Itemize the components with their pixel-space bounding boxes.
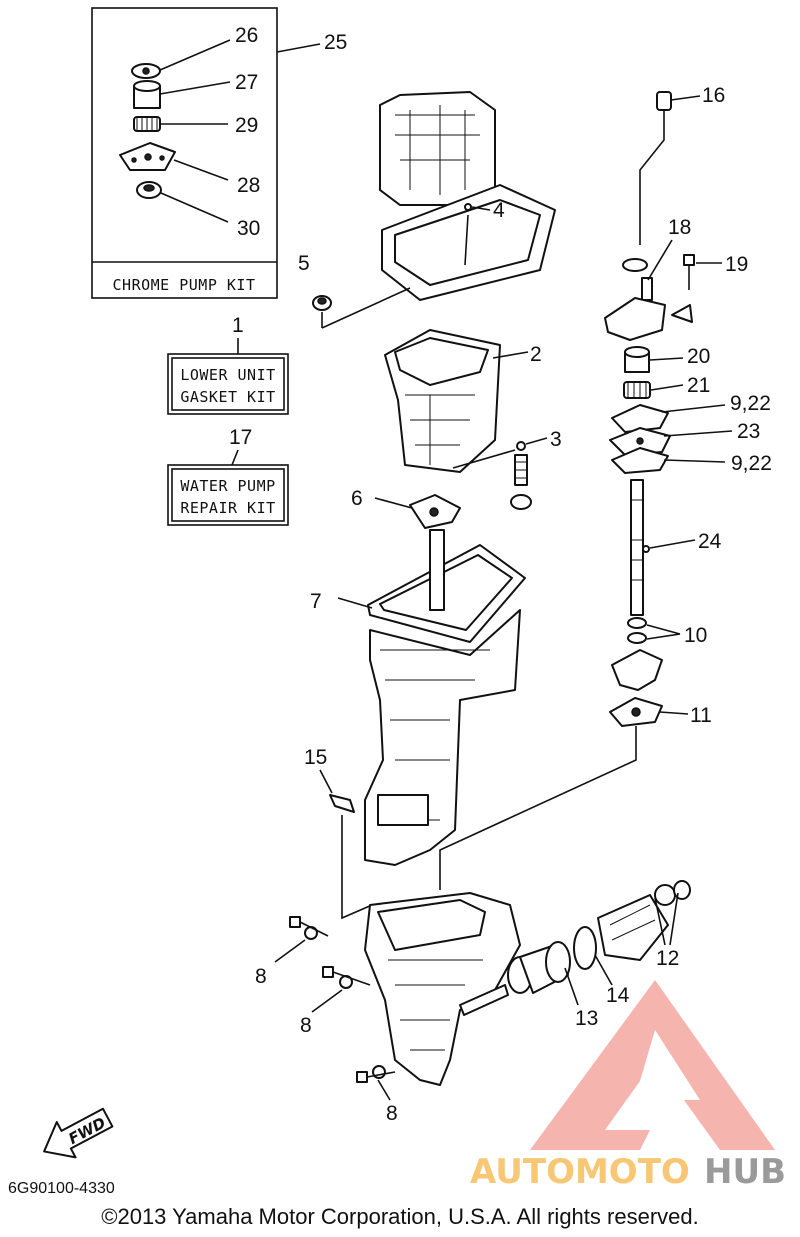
- callout-9-22-b: 9,22: [731, 452, 772, 475]
- callout-27: 27: [235, 71, 258, 94]
- callout-2: 2: [530, 343, 542, 366]
- callout-30: 30: [237, 217, 260, 240]
- callout-8-a: 8: [255, 965, 267, 988]
- lower-casing: [364, 892, 521, 1086]
- callout-23: 23: [737, 420, 760, 443]
- callout-20: 20: [687, 345, 710, 368]
- callout-16: 16: [702, 84, 725, 107]
- diagram-part-code: 6G90100-4330: [8, 1180, 115, 1197]
- callout-11: 11: [690, 704, 712, 727]
- callout-5: 5: [298, 252, 310, 275]
- part-30-seal: [136, 181, 162, 199]
- callout-17: 17: [229, 426, 252, 449]
- part-21-impeller: [623, 381, 651, 399]
- callout-6: 6: [351, 487, 363, 510]
- callout-4: 4: [493, 199, 505, 222]
- part-11-plate: [609, 697, 663, 727]
- callout-26: 26: [235, 24, 258, 47]
- callout-28: 28: [237, 174, 260, 197]
- callout-18: 18: [668, 216, 691, 239]
- automotohub-logo: AUTOMOTO HUB: [470, 980, 786, 1192]
- callout-12: 12: [656, 947, 679, 970]
- lower-unit-label-line2: GASKET KIT: [180, 388, 275, 406]
- part-29-impeller: [133, 116, 161, 132]
- logo-text-hub: HUB: [704, 1152, 786, 1192]
- part-8-bolt-a: [289, 916, 329, 940]
- part-4-gasket-plate: [381, 184, 556, 301]
- part-6-plate: [409, 494, 461, 529]
- part-5-seal: [312, 295, 332, 311]
- part-10-washers: [627, 617, 647, 644]
- drive-shaft-housing: [364, 529, 521, 866]
- part-4-o-ring: [464, 203, 472, 211]
- callout-14: 14: [606, 984, 630, 1007]
- callout-15: 15: [304, 746, 327, 769]
- callout-3: 3: [550, 428, 562, 451]
- part-12-propeller-assy: [597, 880, 691, 961]
- part-3-fitting: [510, 441, 532, 510]
- callout-1: 1: [232, 314, 244, 337]
- powerhead-base: [379, 91, 496, 206]
- part-13-bearing-housing: [507, 941, 571, 994]
- chrome-pump-kit-label: CHROME PUMP KIT: [113, 276, 256, 294]
- part-28-outer-plate: [119, 142, 176, 171]
- part-14-o-ring: [573, 926, 597, 970]
- copyright-notice: ©2013 Yamaha Motor Corporation, U.S.A. A…: [101, 1204, 699, 1229]
- part-23-plate: [609, 427, 671, 456]
- part-7-gasket: [367, 544, 526, 643]
- part-9-22-gasket-a: [611, 404, 669, 433]
- callout-25: 25: [324, 31, 347, 54]
- drive-shaft: [630, 479, 644, 616]
- callout-8-b: 8: [300, 1014, 312, 1037]
- water-pump-label-line2: REPAIR KIT: [180, 499, 275, 517]
- water-pump-label-line1: WATER PUMP: [180, 477, 275, 495]
- part-8-bolt-b: [322, 966, 371, 989]
- callout-8-c: 8: [386, 1102, 398, 1125]
- callout-19: 19: [725, 253, 748, 276]
- callout-24: 24: [698, 530, 722, 553]
- lower-unit-label-line1: LOWER UNIT: [180, 366, 275, 384]
- callout-9-22-a: 9,22: [730, 392, 771, 415]
- part-18-bracket: [604, 258, 666, 341]
- propeller-shaft: [459, 984, 509, 1016]
- chrome-pump-kit-box: CHROME PUMP KIT 26: [91, 7, 278, 299]
- pump-housing: [611, 649, 663, 691]
- part-16-shift-rod: [639, 91, 672, 245]
- part-8-bolt-c: [356, 1065, 396, 1083]
- part-9-22-gasket-b: [611, 447, 669, 474]
- part-24-pin: [642, 545, 650, 553]
- callout-29: 29: [235, 114, 258, 137]
- fwd-direction-arrow: FWD: [43, 1107, 114, 1159]
- part-2-housing: [384, 329, 501, 473]
- part-19-bolt: [671, 254, 695, 323]
- lower-unit-gasket-kit-box: 1 LOWER UNIT GASKET KIT: [167, 314, 289, 415]
- callout-7: 7: [310, 590, 322, 613]
- logo-text-automoto: AUTOMOTO: [470, 1152, 690, 1192]
- part-20-insert: [624, 346, 650, 373]
- callout-10: 10: [684, 624, 707, 647]
- part-27-insert-cartridge: [133, 80, 161, 109]
- part-15-clip: [329, 794, 355, 813]
- water-pump-repair-kit-box: 17 WATER PUMP REPAIR KIT: [167, 426, 289, 526]
- callout-21: 21: [687, 374, 710, 397]
- callout-13: 13: [575, 1007, 598, 1030]
